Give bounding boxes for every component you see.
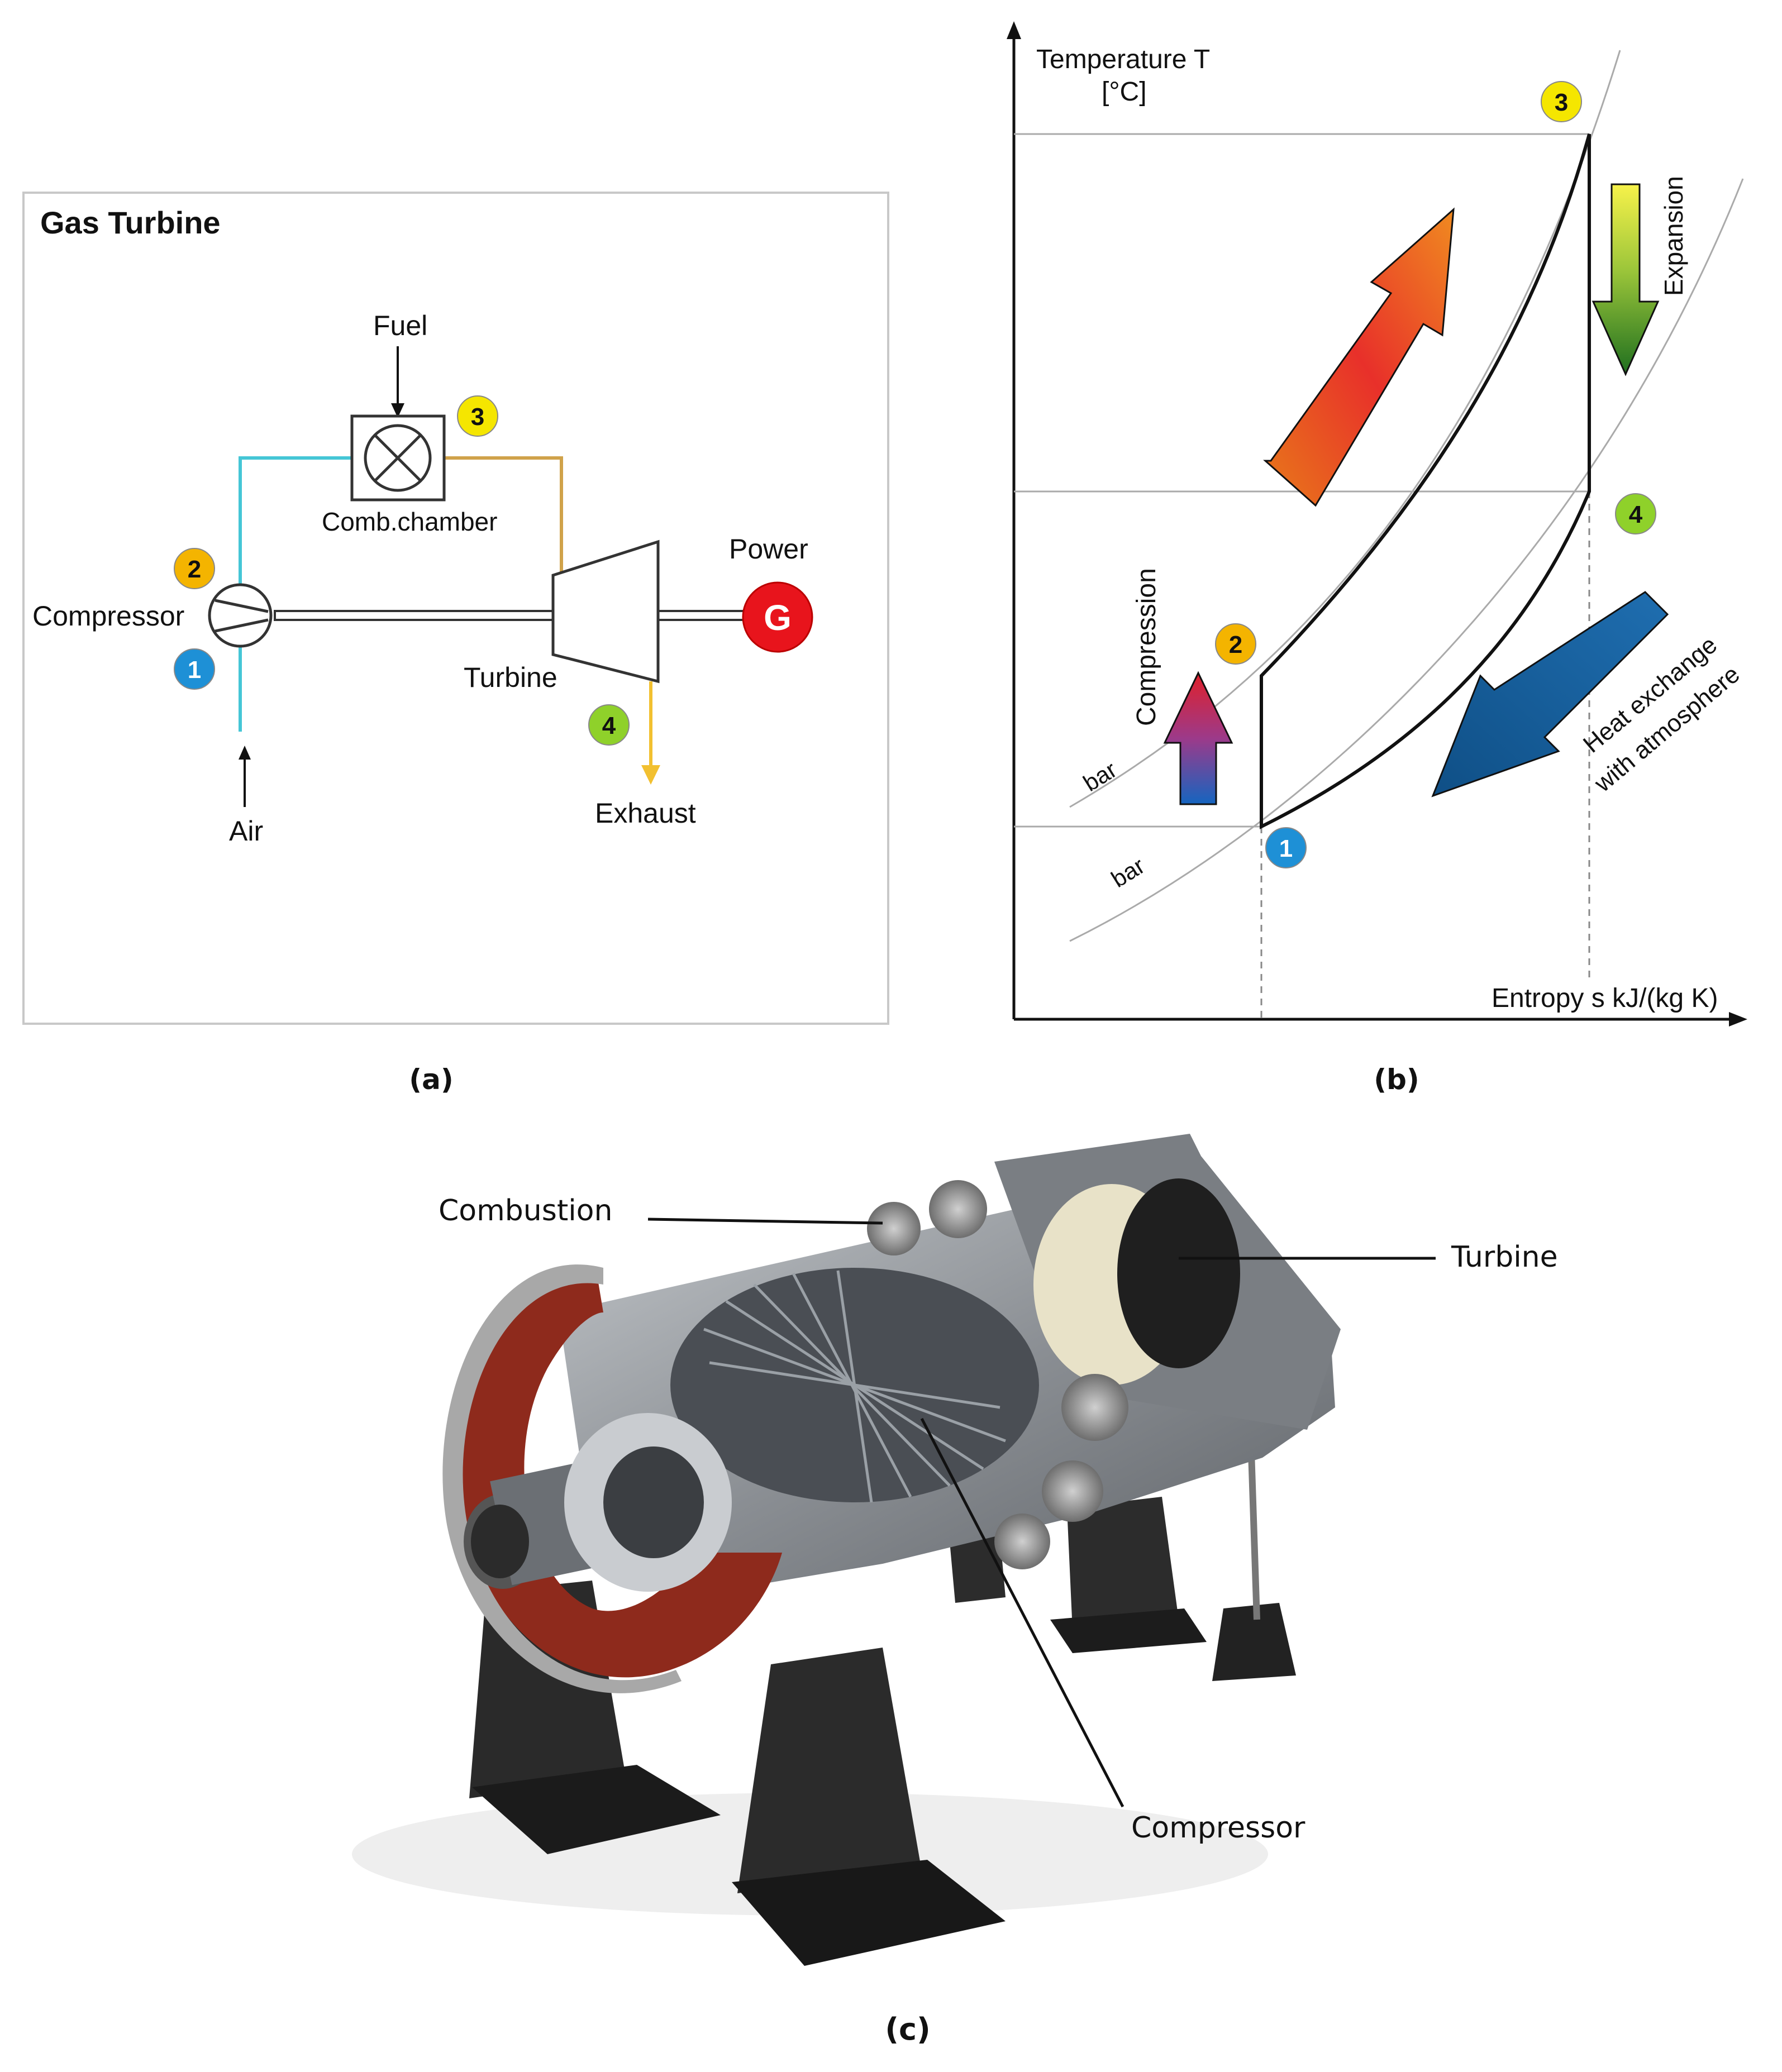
cycle-path [1260,133,1591,829]
combustion-chamber [350,414,446,502]
fuel-arrow-head [391,403,404,418]
panel-b-ts-diagram: Temperature T [°C] Entropy s kJ/(kg K) b… [1007,21,1747,1027]
svg-text:3: 3 [471,403,484,431]
fuel-label: Fuel [373,310,427,341]
svg-text:1: 1 [188,656,201,684]
panel-c-turbine-render [352,1134,1341,1966]
state-badge-1-a: 1 [174,648,215,690]
panel-c-caption: (c) [885,2012,930,2047]
compression-arrow [1163,671,1233,805]
gear-1 [1061,1374,1128,1441]
svg-text:4: 4 [602,712,616,739]
isobar-high-label: bar [1079,756,1121,796]
expansion-arrow [1592,183,1660,376]
y-axis-label: Temperature T [1036,45,1210,74]
comb-chamber-label: Comb.chamber [322,507,497,536]
turbine-blades-dark [1117,1178,1240,1368]
exhaust-label: Exhaust [595,798,696,829]
panel-b-caption: (b) [1374,1063,1419,1096]
compressor-label: Compressor [32,600,184,632]
callout-line-compressor [920,1417,1125,1808]
generator-shaft [655,610,747,621]
shaft-end [471,1505,529,1578]
panel-a-caption: (a) [409,1063,453,1096]
state-badge-4-b: 4 [1615,493,1656,534]
callout-line-combustion [647,1218,883,1225]
svg-text:2: 2 [188,556,201,583]
callout-turbine: Turbine [1451,1240,1558,1274]
isobar-high [1069,50,1621,808]
svg-text:1: 1 [1279,835,1293,862]
air-arrow-head [239,746,251,760]
state-badge-1-b: 1 [1265,827,1307,868]
state-badge-4-a: 4 [588,704,630,746]
combustion-arrow [1263,207,1455,507]
state-badge-2-a: 2 [174,548,215,589]
generator-circle [742,581,813,653]
compressor-symbol [208,583,273,648]
compressor-blade-lines [703,1270,1006,1503]
state-badge-2-b: 2 [1215,623,1256,665]
power-label: Power [729,533,808,565]
gear-2 [1042,1460,1103,1522]
x-axis-arrow [1729,1012,1747,1027]
svg-text:3: 3 [1555,89,1568,116]
svg-text:2: 2 [1229,631,1242,658]
isobar-low [1069,178,1744,942]
state-badge-3-a: 3 [457,395,498,437]
bearing-core [603,1446,704,1558]
isobar-low-label: bar [1107,852,1149,892]
callout-compressor: Compressor [1131,1811,1305,1845]
compression-label: Compression [1132,568,1161,726]
y-axis-unit: [°C] [1102,77,1147,107]
generator-letter: G [764,598,792,638]
compressor-to-chamber-pipe [239,456,352,586]
panel-a-title: Gas Turbine [40,205,221,240]
expansion-label: Expansion [1659,176,1688,296]
callout-combustion: Combustion [439,1194,612,1228]
shaft [274,610,555,621]
air-label: Air [229,815,263,847]
heat-exchange-arrow [1431,591,1669,798]
combustor-can-1 [867,1202,921,1255]
chamber-to-turbine-pipe [444,456,563,575]
exhaust-arrow-head [641,765,660,785]
x-axis-label: Entropy s kJ/(kg K) [1492,984,1718,1013]
combustor-can-2 [929,1180,987,1238]
state-badge-3-b: 3 [1541,81,1582,122]
panel-a-schematic: Gas Turbine Fuel Comb.chamber Compressor [22,192,889,1025]
turbine-label: Turbine [464,662,558,693]
svg-text:4: 4 [1629,501,1643,528]
gear-3 [994,1514,1050,1569]
turbine-symbol [551,540,660,684]
callouts: Combustion Turbine Compressor [439,1194,1558,1845]
y-axis-arrow [1007,21,1021,39]
